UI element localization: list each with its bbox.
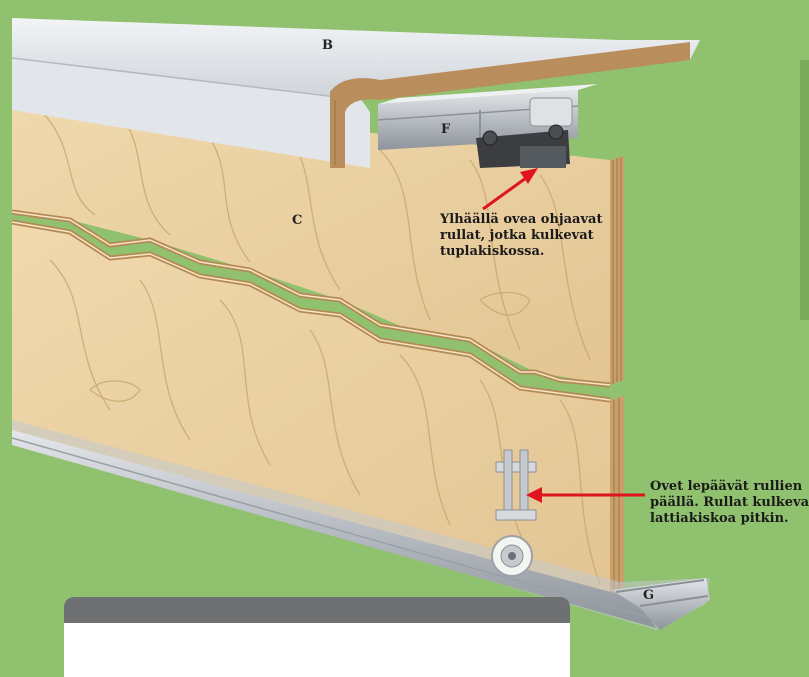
callout-bottom-line-1: Ovet lepäävät rullien [650, 479, 803, 494]
callout-bottom-line-2: päällä. Rullat kulkevat [650, 495, 809, 510]
label-f: F [441, 122, 451, 137]
top-guide-rollers [476, 124, 570, 168]
callout-top-text: Ylhäällä ovea ohjaavat rullat, jotka kul… [440, 212, 602, 260]
background-edge [800, 60, 809, 320]
label-b: B [322, 38, 333, 53]
callout-arrow-top [482, 168, 538, 211]
info-card [64, 597, 570, 677]
top-shelf [11, 18, 700, 168]
callout-top-line-1: Ylhäällä ovea ohjaavat [440, 212, 603, 227]
callout-arrow-bottom [526, 487, 645, 503]
lower-door-panel [11, 219, 624, 605]
upper-door-panel [11, 92, 624, 388]
callout-top-line-3: tuplakiskossa. [440, 244, 545, 259]
callout-bottom-line-3: lattiakiskoa pitkin. [650, 511, 789, 526]
label-g: G [643, 588, 655, 603]
floor-track [11, 420, 710, 630]
label-c: C [292, 213, 303, 228]
callout-bottom-text: Ovet lepäävät rullien päällä. Rullat kul… [650, 479, 809, 527]
bottom-roller [491, 449, 537, 577]
callout-top-line-2: rullat, jotka kulkevat [440, 228, 594, 243]
